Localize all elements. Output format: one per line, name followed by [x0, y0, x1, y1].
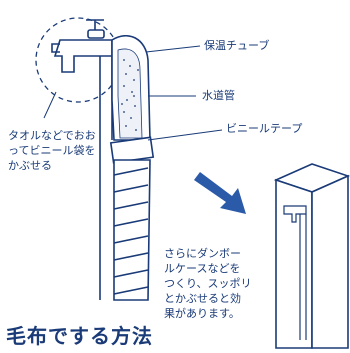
section-heading: 毛布でする方法: [6, 324, 153, 348]
insulation-dots: [121, 59, 139, 131]
leader-lines: [43, 45, 223, 141]
arrow-icon: [194, 172, 246, 214]
bag-outline: [35, 17, 121, 103]
box-illustration: [273, 163, 350, 349]
box-note: さらにダンボー ルケースなどを つくり、スッポリ とかぶせると効 果があります。: [164, 247, 252, 320]
label-vinyl-tape: ビニールテープ: [226, 122, 303, 135]
tape-wrap: [109, 136, 155, 301]
label-water-pipe: 水道管: [202, 89, 235, 102]
label-insulation-tube: 保温チューブ: [204, 39, 270, 52]
water-pipe: [99, 56, 113, 300]
faucet-icon: [51, 19, 113, 73]
towel-note: タオルなどでおお ってビニール袋を かぶせる: [8, 129, 96, 172]
insulation-tube: [111, 35, 151, 141]
